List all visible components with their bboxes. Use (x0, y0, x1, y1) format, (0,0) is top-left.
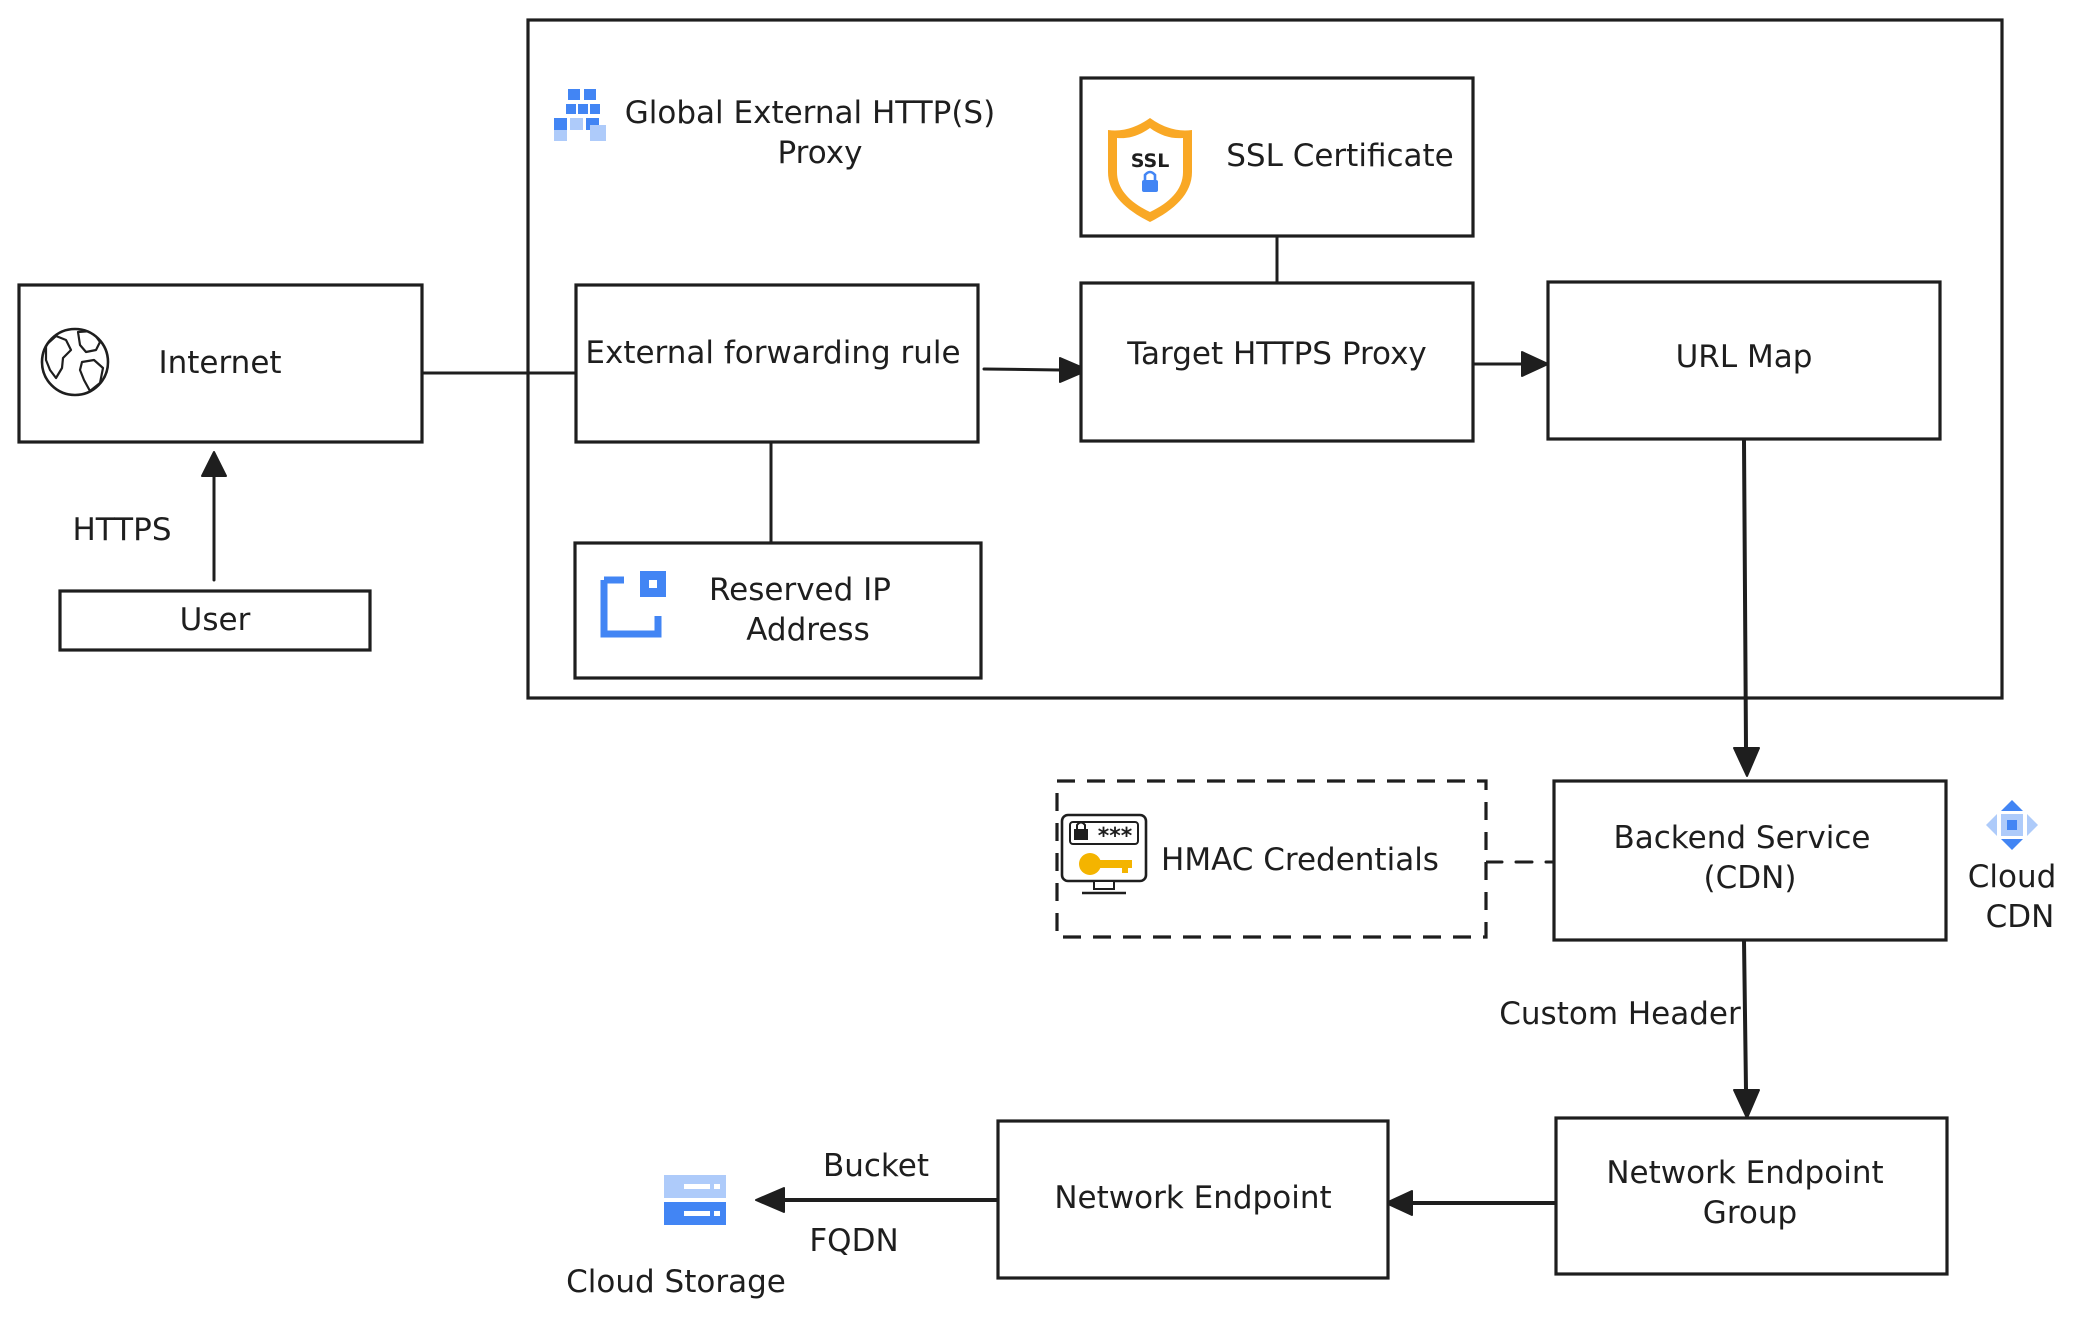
node-forwarding-rule: External forwarding rule (574, 283, 980, 444)
node-target-https-proxy: Target HTTPS Proxy (1079, 281, 1475, 443)
ssl-badge-text: SSL (1131, 150, 1170, 172)
container-title-line1: Global External HTTP(S) (625, 95, 995, 131)
node-internet-label: Internet (158, 345, 281, 381)
node-user-label: User (180, 602, 251, 638)
edge-backend-service-neg: Custom Header (1499, 938, 1760, 1119)
reserved-ip-icon (600, 571, 666, 638)
load-balancer-icon (554, 89, 606, 141)
node-reserved-ip: Reserved IP Address (573, 541, 983, 680)
node-neg-label-line1: Network Endpoint (1606, 1155, 1883, 1191)
node-url-map-label: URL Map (1676, 339, 1813, 375)
node-backend-service-label-line2: (CDN) (1704, 860, 1797, 896)
node-url-map: URL Map (1546, 280, 1942, 441)
hmac-key-icon: *** (1060, 813, 1148, 895)
ssl-shield-icon: SSL (1108, 118, 1192, 222)
node-internet: Internet (17, 283, 424, 444)
cloud-storage-icon (664, 1175, 726, 1225)
edge-label-fqdn: FQDN (809, 1223, 898, 1259)
node-user: User (58, 589, 372, 652)
node-reserved-ip-label-line2: Address (746, 612, 869, 648)
node-forwarding-rule-label: External forwarding rule (585, 335, 960, 371)
edge-label-custom-header: Custom Header (1499, 996, 1741, 1032)
node-ssl-certificate: SSL SSL Certificate (1079, 76, 1475, 238)
node-ssl-certificate-label: SSL Certificate (1226, 138, 1454, 174)
edge-url-map-backend-service (1733, 439, 1760, 777)
container-title-line2: Proxy (778, 135, 863, 171)
edge-label-bucket: Bucket (823, 1148, 929, 1184)
cloud-storage-label: Cloud Storage (566, 1264, 786, 1300)
node-neg-label-line2: Group (1703, 1195, 1797, 1231)
cloud-cdn-label-line2: CDN (1986, 899, 2055, 935)
node-backend-service: Backend Service (CDN) (1552, 779, 1948, 942)
edge-neg-network-endpoint (1385, 1190, 1558, 1216)
node-hmac-credentials: *** HMAC Credentials (1055, 779, 1488, 939)
edge-user-internet: HTTPS (72, 451, 227, 582)
edge-forwarding-rule-target-proxy (982, 357, 1089, 383)
node-network-endpoint-label: Network Endpoint (1054, 1180, 1331, 1216)
edge-label-https: HTTPS (72, 512, 171, 548)
node-backend-service-label-line1: Backend Service (1614, 820, 1871, 856)
node-network-endpoint-group: Network Endpoint Group (1554, 1116, 1949, 1276)
edge-network-endpoint-storage: Bucket FQDN (755, 1148, 1000, 1259)
node-target-https-proxy-label: Target HTTPS Proxy (1126, 336, 1427, 372)
edge-target-proxy-url-map (1472, 351, 1549, 377)
cloud-cdn-label-line1: Cloud (1968, 859, 2057, 895)
cloud-cdn: Cloud CDN (1968, 800, 2057, 935)
cloud-cdn-icon (1986, 800, 2038, 850)
node-network-endpoint: Network Endpoint (996, 1119, 1390, 1280)
node-reserved-ip-label-line1: Reserved IP (709, 572, 891, 608)
cloud-storage: Cloud Storage (566, 1175, 786, 1300)
hmac-badge-text: *** (1098, 824, 1133, 849)
node-hmac-credentials-label: HMAC Credentials (1161, 842, 1439, 878)
